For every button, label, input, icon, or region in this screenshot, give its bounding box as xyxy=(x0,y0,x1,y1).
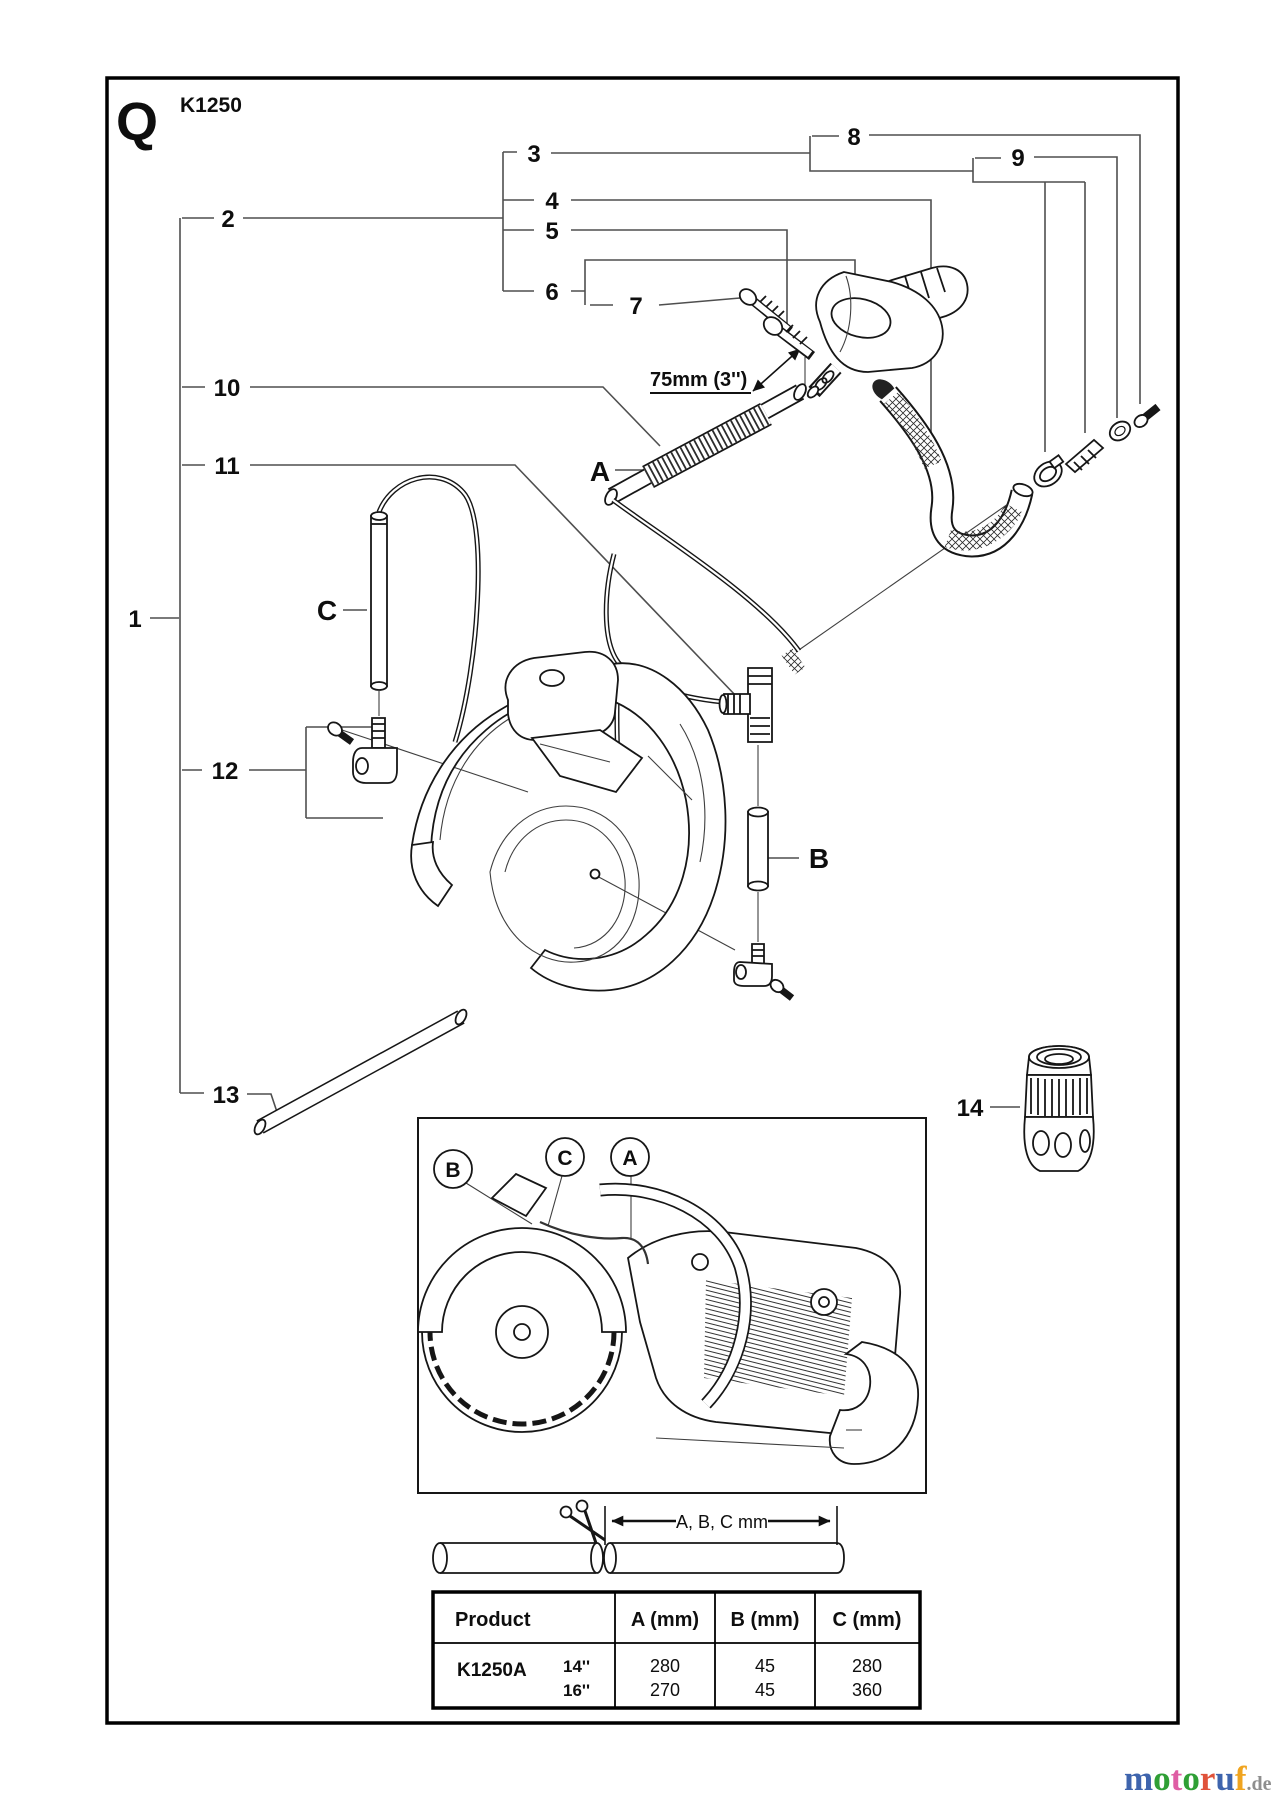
blade-guard xyxy=(410,650,727,992)
inset-letter-b: B xyxy=(445,1159,460,1182)
col-c: C (mm) xyxy=(833,1609,902,1631)
table-row: K1250A 14'' 16'' 280 270 45 45 280 360 xyxy=(457,1656,882,1700)
water-valve-assembly xyxy=(806,265,969,401)
val-b-16: 45 xyxy=(755,1680,775,1700)
callout-4: 4 xyxy=(545,188,559,215)
mount-screws xyxy=(738,288,816,360)
callout-6: 6 xyxy=(545,279,558,306)
page-frame xyxy=(105,76,1180,1725)
row-size-16: 16'' xyxy=(563,1681,590,1700)
inset-letter-c: C xyxy=(557,1147,572,1170)
col-b: B (mm) xyxy=(731,1609,800,1631)
inset-letter-a: A xyxy=(622,1147,637,1170)
val-a-16: 270 xyxy=(650,1680,680,1700)
coupling-parts xyxy=(1033,403,1161,488)
cut-arrow-label: A, B, C mm xyxy=(676,1512,768,1532)
label-hose-c: C xyxy=(317,595,337,626)
label-hose-a: A xyxy=(590,456,610,487)
hose-11-and-tee xyxy=(603,497,806,806)
callout-14: 14 xyxy=(957,1095,984,1122)
callout-2: 2 xyxy=(221,206,234,233)
row-size-14: 14'' xyxy=(563,1657,590,1676)
tube-13 xyxy=(253,1008,468,1136)
watermark-text: motoruf.de xyxy=(1124,1759,1272,1798)
val-c-14: 280 xyxy=(852,1656,882,1676)
row-product-name: K1250A xyxy=(457,1660,527,1681)
braided-hose xyxy=(879,386,1034,558)
callout-1: 1 xyxy=(128,606,141,633)
val-a-14: 280 xyxy=(650,1656,680,1676)
dimension-note: 75mm (3'') xyxy=(650,348,806,394)
model-number: K1250 xyxy=(180,94,242,117)
callout-7: 7 xyxy=(629,293,642,320)
hose-a-with-spring xyxy=(604,383,807,506)
spec-table: Product A (mm) B (mm) C (mm) K1250A 14''… xyxy=(431,1590,922,1710)
header: Q K1250 xyxy=(116,92,242,152)
callout-9: 9 xyxy=(1011,145,1024,172)
callout-labels: 1 2 3 4 5 6 7 8 9 10 11 12 13 14 A B C xyxy=(128,124,1024,1122)
col-a: A (mm) xyxy=(631,1609,699,1631)
tube-b-assembly xyxy=(733,806,795,1001)
hose-coupling-14 xyxy=(1023,1045,1095,1172)
val-b-14: 45 xyxy=(755,1656,775,1676)
label-hose-b: B xyxy=(809,843,829,874)
callout-5: 5 xyxy=(545,218,558,245)
tube-c-assembly xyxy=(327,474,481,784)
callout-12: 12 xyxy=(212,758,239,785)
callout-11: 11 xyxy=(214,453,239,480)
callout-10: 10 xyxy=(214,375,241,402)
val-c-16: 360 xyxy=(852,1680,882,1700)
callout-8: 8 xyxy=(847,124,860,151)
dimension-text: 75mm (3'') xyxy=(650,369,747,391)
section-letter: Q xyxy=(116,92,158,152)
col-product: Product xyxy=(455,1609,531,1631)
callout-3: 3 xyxy=(527,141,540,168)
hose-cut-note: A, B, C mm xyxy=(432,1499,845,1574)
watermark-logo: motoruf.de xyxy=(1124,1759,1272,1798)
inset-overview: B C A xyxy=(417,1117,927,1494)
callout-13: 13 xyxy=(213,1082,240,1109)
scissors-icon xyxy=(559,1499,606,1547)
